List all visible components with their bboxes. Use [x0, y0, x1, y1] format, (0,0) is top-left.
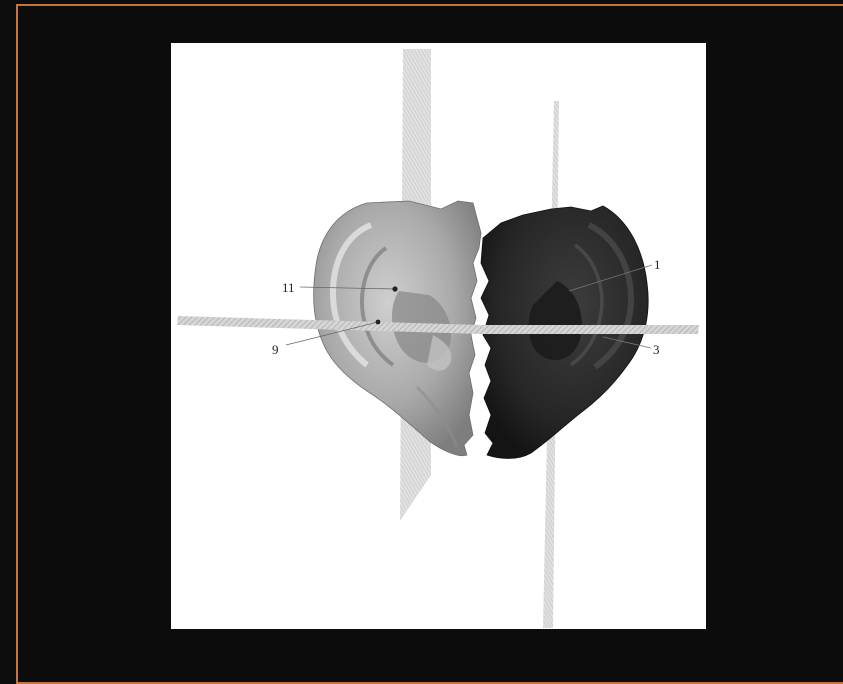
label-9: 9 [272, 343, 279, 356]
landmark-9-point [376, 320, 381, 325]
ear-3d-figure: 11 9 1 3 [171, 43, 706, 629]
label-11: 11 [282, 281, 295, 294]
landmark-11-point [392, 286, 397, 291]
ear-models-illustration [171, 43, 706, 629]
label-3: 3 [653, 343, 660, 356]
label-1: 1 [654, 258, 661, 271]
